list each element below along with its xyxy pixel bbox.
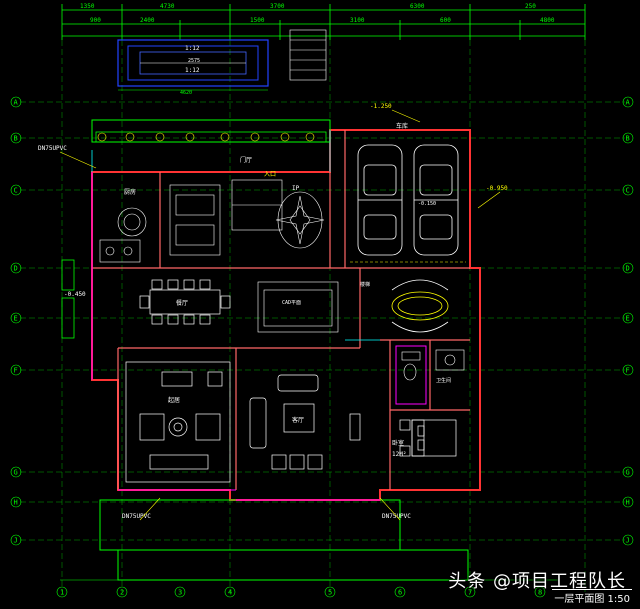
- svg-text:H: H: [14, 499, 18, 507]
- lounge-furniture: [249, 374, 361, 470]
- label-stair: 楼梯: [360, 281, 370, 288]
- left-axis-markers: A B C D E F G H J: [10, 96, 22, 546]
- note-level-top: -1.250: [370, 103, 392, 110]
- note-pipe-left: DN75UPVC: [38, 145, 67, 152]
- dim-9: 3100: [350, 17, 365, 24]
- pool-label-1: 1:12: [185, 45, 200, 52]
- top-dimension-text: 1350 4730 3700 6300 250 900 2400 1500 31…: [80, 3, 555, 24]
- bedroom-furniture: [399, 419, 457, 457]
- svg-text:J: J: [14, 537, 18, 545]
- dim-7: 2400: [140, 17, 155, 24]
- room-living: 起居: [168, 396, 180, 404]
- drawing-title: 一层平面图 1:50: [552, 589, 632, 605]
- dim-2: 4730: [160, 3, 175, 10]
- svg-text:A: A: [626, 99, 631, 107]
- svg-text:E: E: [626, 315, 630, 323]
- garage-level: -0.150: [418, 201, 436, 207]
- dim-5: 250: [525, 3, 536, 10]
- pool-width-dim: 4620: [180, 90, 192, 96]
- svg-text:C: C: [14, 187, 18, 195]
- note-level: -0.450: [64, 291, 86, 298]
- room-bedroom: 卧室: [392, 439, 404, 447]
- label-ip: IP: [292, 185, 300, 192]
- dim-8: 1500: [250, 17, 265, 24]
- right-axis-markers: A B C D E F G H J: [622, 96, 634, 546]
- kitchen-fixtures: [99, 179, 283, 263]
- svg-text:4: 4: [228, 589, 232, 597]
- drawing-scale: 1:50: [607, 594, 630, 605]
- svg-text:B: B: [626, 135, 630, 143]
- room-kitchen: 厨房: [124, 188, 136, 196]
- pool-label-2: 2575: [188, 58, 200, 64]
- svg-text:D: D: [14, 265, 18, 273]
- svg-text:B: B: [14, 135, 18, 143]
- label-plate: CAD平面: [282, 300, 301, 306]
- room-dining: 餐厅: [176, 299, 188, 307]
- svg-text:7: 7: [468, 589, 472, 597]
- svg-text:F: F: [14, 367, 18, 375]
- room-bedroom-area: 12M²: [392, 451, 406, 458]
- garage-cars: [357, 144, 459, 256]
- dim-10: 600: [440, 17, 451, 24]
- top-dimension-lines: [61, 4, 586, 40]
- svg-text:3: 3: [178, 589, 182, 597]
- svg-text:2: 2: [120, 589, 124, 597]
- svg-text:A: A: [14, 99, 19, 107]
- room-bath: 卫生间: [436, 377, 451, 384]
- note-garage: 车库: [396, 122, 408, 130]
- svg-text:5: 5: [328, 589, 332, 597]
- left-fixtures: [61, 131, 327, 339]
- dim-6: 900: [90, 17, 101, 24]
- pool: 1:12 2575 1:12 4620: [117, 39, 269, 96]
- living-furniture: [125, 361, 231, 483]
- drawing-title-text: 一层平面图: [554, 594, 605, 605]
- dim-11: 4800: [540, 17, 555, 24]
- svg-text:D: D: [626, 265, 630, 273]
- note-level-right: -0.950: [486, 185, 508, 192]
- top-steps: [289, 29, 327, 81]
- pool-label-3: 1:12: [185, 67, 200, 74]
- magenta-accents: [91, 172, 427, 501]
- svg-text:G: G: [14, 469, 18, 477]
- dim-3: 3700: [270, 3, 285, 10]
- top-bubbles: [97, 132, 315, 142]
- svg-text:6: 6: [398, 589, 402, 597]
- foyer-rose: [275, 191, 325, 249]
- note-foyer: 门厅: [240, 156, 252, 164]
- dim-4: 6300: [410, 3, 425, 10]
- stair-feature: [391, 279, 449, 333]
- center-plate: [257, 281, 339, 333]
- note-pipe-bottom-left: DN75UPVC: [122, 513, 151, 520]
- room-lounge: 客厅: [292, 416, 304, 424]
- interior-walls: [92, 130, 470, 490]
- svg-text:G: G: [626, 469, 630, 477]
- svg-text:J: J: [626, 537, 630, 545]
- svg-text:8: 8: [538, 589, 542, 597]
- svg-text:C: C: [626, 187, 630, 195]
- watermark: 头条 @项目工程队长: [448, 571, 626, 592]
- svg-text:F: F: [626, 367, 630, 375]
- grid-axes: [20, 40, 625, 592]
- note-entry: 入口: [264, 171, 276, 178]
- leaders: [59, 109, 501, 521]
- svg-text:E: E: [14, 315, 18, 323]
- cyan-accents: [91, 130, 380, 341]
- bath-fixtures: [401, 349, 465, 381]
- svg-text:H: H: [626, 499, 630, 507]
- dim-1: 1350: [80, 3, 95, 10]
- svg-text:1: 1: [60, 589, 64, 597]
- dining-table: [139, 279, 231, 325]
